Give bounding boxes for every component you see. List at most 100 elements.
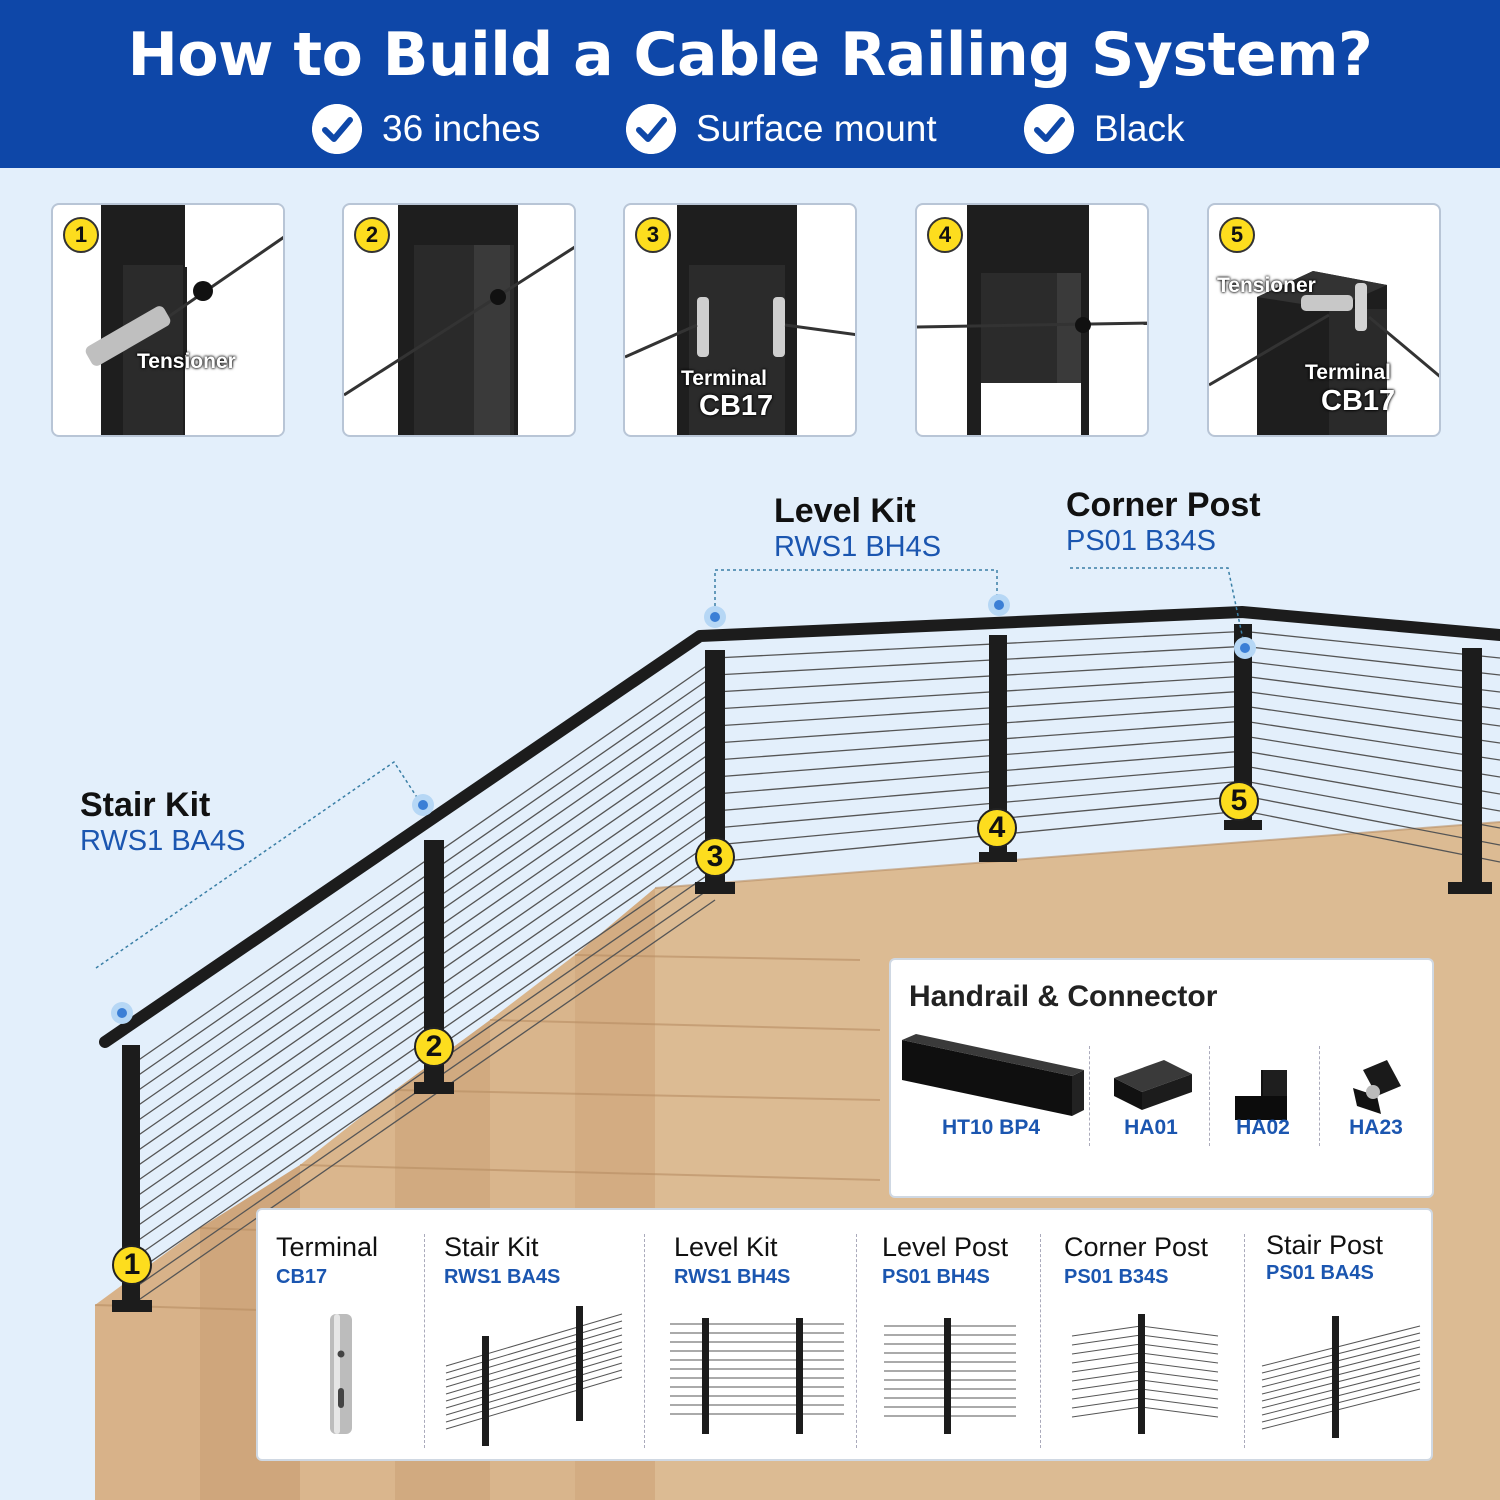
cable-line xyxy=(1071,1334,1142,1346)
handrail-item-code: HT10 BP4 xyxy=(941,1116,1041,1139)
cable-line xyxy=(129,749,716,1157)
handrail-item-code: HA02 xyxy=(1236,1116,1290,1139)
post-2 xyxy=(424,840,444,1088)
end-post-base xyxy=(1448,882,1492,894)
cable-line xyxy=(129,764,716,1172)
cable-line xyxy=(129,659,716,1067)
cable-line xyxy=(1261,1388,1421,1430)
product-level-kit: Level Kit RWS1 BH4S xyxy=(656,1210,856,1462)
flat-connector-icon xyxy=(1114,1060,1192,1110)
post-1 xyxy=(122,1045,140,1305)
check-circle-icon xyxy=(1024,104,1074,154)
angle-connector-icon xyxy=(1235,1070,1287,1126)
cable-line xyxy=(1071,1406,1142,1418)
cable-line xyxy=(1261,1381,1421,1423)
cable-line xyxy=(714,750,1245,795)
cable-line xyxy=(1243,780,1500,829)
callout-code: RWS1 BH4S xyxy=(774,531,942,564)
page-title: How to Build a Cable Railing System? xyxy=(127,20,1373,90)
cable-line xyxy=(445,1313,623,1367)
handrail-divider xyxy=(1209,1046,1210,1146)
post-marker-5: 5 xyxy=(1219,781,1259,821)
cable-line xyxy=(129,869,716,1277)
cable-line xyxy=(1140,1388,1219,1400)
cable-line xyxy=(445,1341,623,1395)
handrail-item-ht10: HT10 BP4 xyxy=(896,1030,1086,1160)
post-marker-2: 2 xyxy=(414,1027,454,1067)
product-stair-post: Stair Post PS01 BA4S xyxy=(1248,1210,1434,1462)
product-name: Level Kit xyxy=(674,1232,778,1262)
feature-list: 36 inches Surface mount Black xyxy=(0,100,1500,158)
post-2-base xyxy=(414,1082,454,1094)
cable-line xyxy=(1071,1379,1142,1391)
cable-line xyxy=(1140,1379,1219,1391)
cable-line xyxy=(714,630,1245,659)
check-circle-icon xyxy=(626,104,676,154)
cable-line xyxy=(1243,630,1500,659)
product-code: RWS1 BH4S xyxy=(674,1266,791,1288)
corner-post-icon xyxy=(1071,1314,1219,1434)
products-panel: Terminal CB17 Stair Kit RWS1 BA4S Level … xyxy=(256,1208,1433,1461)
product-code: CB17 xyxy=(276,1266,328,1288)
callout-name: Level Kit xyxy=(774,492,916,530)
end-post xyxy=(1462,648,1482,888)
cable-line xyxy=(445,1348,623,1402)
handrail-divider xyxy=(1319,1046,1320,1146)
cable-line xyxy=(1261,1325,1421,1367)
corner-post-illustration xyxy=(1209,271,1439,435)
cable-line xyxy=(1261,1332,1421,1374)
product-divider xyxy=(856,1234,857,1448)
handrail xyxy=(99,606,1500,1048)
feature-label: Surface mount xyxy=(696,108,937,149)
product-level-post: Level Post PS01 BH4S xyxy=(864,1210,1036,1462)
callout-leaders xyxy=(95,567,1245,969)
product-code: PS01 B34S xyxy=(1064,1266,1169,1288)
callout-code: PS01 B34S xyxy=(1066,525,1216,558)
cable-line xyxy=(129,899,716,1307)
step-number-badge: 5 xyxy=(1219,217,1255,253)
cable-line xyxy=(1140,1361,1219,1373)
cable-line xyxy=(714,645,1245,676)
handrail-panel-title: Handrail & Connector xyxy=(909,980,1218,1013)
header-banner: How to Build a Cable Railing System? 36 … xyxy=(0,0,1500,168)
cable-line xyxy=(714,705,1245,744)
level-post-icon xyxy=(884,1318,1016,1434)
post-marker-1: 1 xyxy=(112,1245,152,1285)
cable-line xyxy=(1243,765,1500,812)
step-card-3: 3 Terminal CB17 xyxy=(623,203,857,437)
cable-line xyxy=(1140,1370,1219,1382)
cable-line xyxy=(129,824,716,1232)
cable-line xyxy=(1140,1406,1219,1418)
product-name: Stair Post xyxy=(1266,1230,1384,1260)
product-divider xyxy=(644,1234,645,1448)
cable-line xyxy=(714,720,1245,761)
post-3-base xyxy=(695,882,735,894)
cable-line xyxy=(714,735,1245,778)
cable-line xyxy=(1243,750,1500,795)
cable-line xyxy=(1243,645,1500,676)
level-kit-callout: Level Kit RWS1 BH4S xyxy=(774,492,941,564)
cable-line xyxy=(1140,1325,1219,1337)
cable-line xyxy=(714,765,1245,812)
step-card-4: 4 xyxy=(915,203,1149,437)
cable-line xyxy=(1243,690,1500,727)
post-5 xyxy=(1234,624,1252,824)
cable-line xyxy=(445,1327,623,1381)
post-4-base xyxy=(979,852,1017,862)
handrail-item-ha01: HA01 xyxy=(1096,1030,1206,1160)
cable-line xyxy=(1243,675,1500,710)
product-divider xyxy=(1040,1234,1041,1448)
cable-line xyxy=(1261,1360,1421,1402)
step-label: CB17 xyxy=(1321,385,1396,417)
feature-label: Black xyxy=(1094,108,1185,149)
adjustable-connector-icon xyxy=(1353,1060,1401,1114)
product-corner-post: Corner Post PS01 B34S xyxy=(1046,1210,1244,1462)
product-terminal: Terminal CB17 xyxy=(258,1210,424,1462)
cable-line xyxy=(1261,1346,1421,1388)
step-number-badge: 2 xyxy=(354,217,390,253)
cable-line xyxy=(1071,1361,1142,1373)
cable-line xyxy=(445,1369,623,1423)
cable-line xyxy=(1071,1352,1142,1364)
handrail-item-ha02: HA02 xyxy=(1211,1030,1315,1160)
product-divider xyxy=(424,1234,425,1448)
